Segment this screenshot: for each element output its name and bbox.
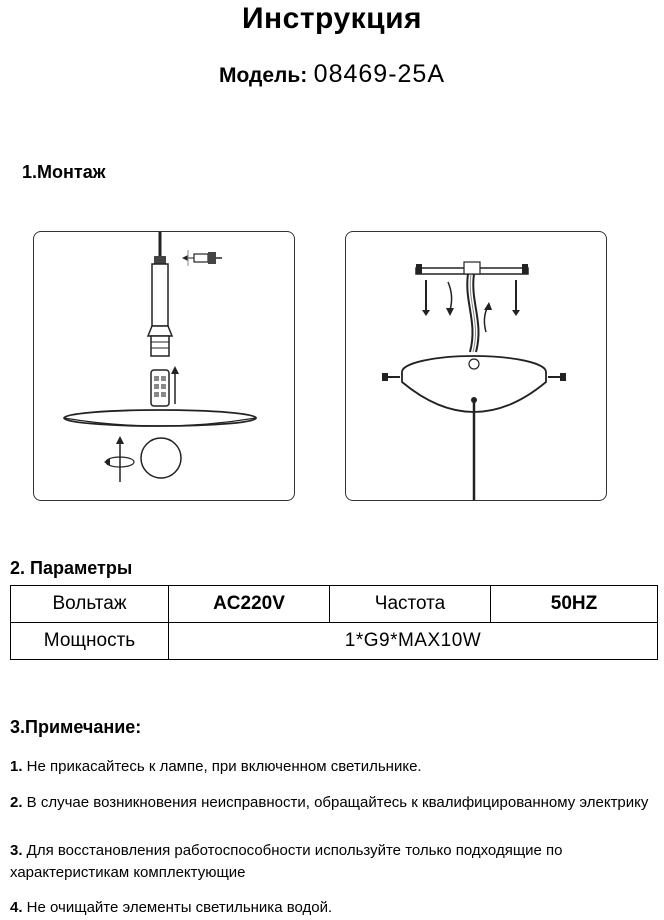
installation-diagram-right xyxy=(345,231,607,501)
note-number: 4. xyxy=(10,899,23,916)
note-item: 2. В случае возникновения неисправности,… xyxy=(10,792,660,814)
section-heading-notes: 3.Примечание: xyxy=(10,717,142,737)
model-label: Модель: xyxy=(218,64,308,87)
section-heading-parameters: 2. Параметры xyxy=(10,558,133,578)
note-number: 1. xyxy=(10,758,23,775)
parameters-table: Вольтаж AC220V Частота 50HZ Мощность 1*G… xyxy=(10,585,658,660)
note-text: Для восстановления работоспособности исп… xyxy=(10,842,563,881)
note-text: Не очищайте элементы светильника водой. xyxy=(22,899,333,916)
table-row: Мощность 1*G9*MAX10W xyxy=(10,622,658,660)
model-value: 08469-25A xyxy=(313,60,445,88)
note-item: 4. Не очищайте элементы светильника водо… xyxy=(10,897,660,919)
power-label: Мощность xyxy=(10,622,169,660)
note-text: В случае возникновения неисправности, об… xyxy=(22,794,649,811)
note-number: 2. xyxy=(10,794,23,811)
ceiling-mount-illustration xyxy=(382,261,566,500)
voltage-value: AC220V xyxy=(168,585,330,623)
model-line: Модель: 08469-25A xyxy=(0,60,664,89)
note-text: Не прикасайтесь к лампе, при включенном … xyxy=(22,758,422,775)
table-row: Вольтаж AC220V Частота 50HZ xyxy=(10,585,658,623)
note-number: 3. xyxy=(10,842,23,859)
section-heading-installation: 1.Монтаж xyxy=(22,162,106,182)
note-item: 3. Для восстановления работоспособности … xyxy=(10,840,660,884)
frequency-label: Частота xyxy=(329,585,491,623)
document-title: Инструкция xyxy=(241,2,423,35)
note-item: 1. Не прикасайтесь к лампе, при включенн… xyxy=(10,756,660,778)
installation-diagram-left xyxy=(33,231,295,501)
voltage-label: Вольтаж xyxy=(10,585,169,623)
frequency-value: 50HZ xyxy=(490,585,658,623)
power-value: 1*G9*MAX10W xyxy=(168,622,658,660)
pendant-lamp-assembly-illustration xyxy=(63,232,257,482)
